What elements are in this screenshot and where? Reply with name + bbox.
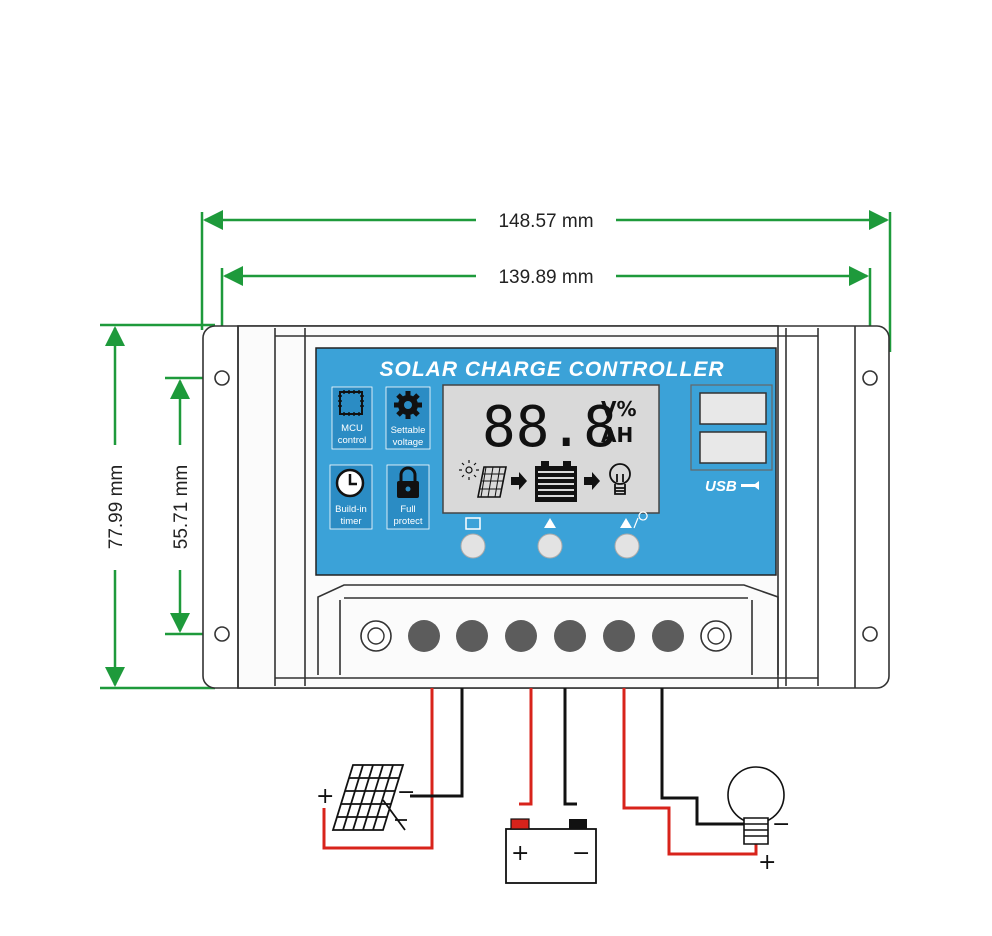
lcd-arrow-icon (584, 472, 600, 490)
solar-plus-label: + (316, 784, 334, 809)
menu-icon (465, 517, 481, 530)
warning-icon (620, 518, 632, 528)
lcd-solar-icon (459, 460, 507, 498)
lcd-digits: 88.8 (482, 395, 617, 460)
feature-timer-line1: Build-in (335, 504, 367, 515)
lcd-unit-top: V% (601, 397, 637, 421)
lcd-bulb-icon (609, 463, 631, 495)
menu-button[interactable] (460, 517, 486, 559)
lcd-unit-bottom: AH (601, 423, 633, 447)
terminal-solar-negative[interactable] (456, 620, 488, 652)
bulb-plus-label: + (758, 850, 776, 875)
terminal-battery-negative[interactable] (554, 620, 586, 652)
dim-outer-height-label: 77.99 mm (106, 465, 127, 549)
dim-hole-width-label: 139.89 mm (498, 267, 593, 288)
bulb-minus-label: − (772, 812, 790, 837)
feature-protect: Full protect (386, 464, 430, 530)
dim-hole-width: 139.89 mm (223, 266, 869, 288)
feature-mcu: MCU control (331, 386, 373, 450)
usb-icon (741, 481, 759, 490)
terminal-solar-positive[interactable] (408, 620, 440, 652)
light-bulb-icon (727, 766, 785, 845)
dim-outer-height: 77.99 mm (105, 326, 127, 687)
feature-protect-line2: protect (393, 516, 422, 527)
down-button[interactable] (537, 518, 563, 559)
terminal-battery-positive[interactable] (505, 620, 537, 652)
feature-mcu-line1: MCU (341, 423, 363, 434)
dim-outer-width-label: 148.57 mm (498, 211, 593, 232)
panel-title: SOLAR CHARGE CONTROLLER (380, 358, 725, 381)
feature-mcu-line2: control (338, 435, 367, 446)
feature-voltage-line1: Settable (391, 425, 426, 436)
battery-plus-label: + (511, 841, 529, 866)
dim-hole-height: 55.71 mm (170, 379, 192, 633)
dimension-lines (100, 212, 892, 690)
terminal-load-negative[interactable] (652, 620, 684, 652)
up-button[interactable] (614, 511, 648, 559)
terminal-load-positive[interactable] (603, 620, 635, 652)
usb-ports: USB (690, 384, 773, 495)
lcd-arrow-icon (511, 472, 527, 490)
mount-holes (214, 370, 878, 642)
dim-hole-height-label: 55.71 mm (171, 465, 192, 549)
battery-minus-label: − (572, 841, 590, 866)
solar-panel-icon (331, 764, 407, 831)
usb-label: USB (705, 478, 737, 495)
feature-timer: Build-in timer (329, 464, 373, 530)
lcd-display: 88.8 V% AH (442, 384, 660, 514)
lcd-battery-icon (535, 461, 577, 502)
gear-icon (394, 391, 422, 419)
wires (322, 688, 758, 856)
bulb-small-icon (633, 511, 648, 529)
dim-outer-width: 148.57 mm (203, 210, 889, 232)
lock-icon (397, 466, 419, 498)
battery-icon: + − (505, 818, 597, 884)
solar-minus-label: − (397, 780, 415, 805)
usb-port-1[interactable] (699, 392, 767, 425)
feature-protect-line1: Full (400, 504, 415, 515)
clock-icon (335, 468, 365, 498)
terminal-block (317, 584, 779, 675)
usb-port-2[interactable] (699, 431, 767, 464)
terminal-screws (360, 620, 732, 652)
feature-voltage: Settable voltage (385, 386, 431, 450)
warning-icon (544, 518, 556, 528)
feature-timer-line2: timer (340, 516, 361, 527)
feature-voltage-line2: voltage (393, 437, 424, 448)
chip-icon (338, 390, 364, 416)
